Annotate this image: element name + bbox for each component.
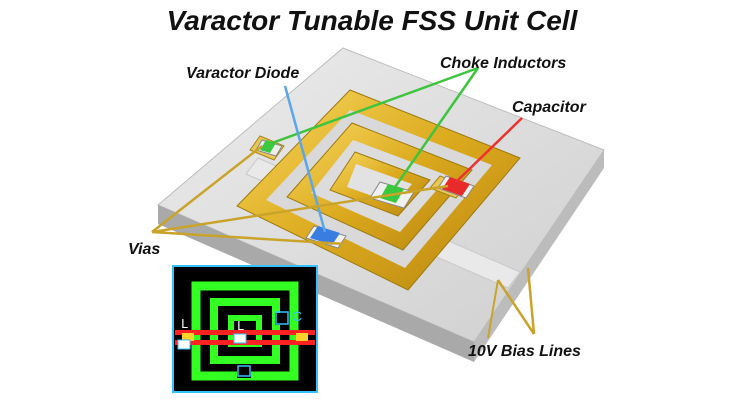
label-vias: Vias (128, 241, 160, 258)
layout-mark-left: L (181, 317, 188, 331)
varactor-callout-line (283, 85, 327, 233)
layout-mark-capacitor: C (292, 308, 302, 324)
vias-callout (151, 145, 449, 246)
choke-inductor-left (255, 139, 283, 157)
label-bias-lines: 10V Bias Lines (468, 343, 581, 360)
label-varactor-diode: Varactor Diode (186, 65, 299, 82)
label-choke-inductors: Choke Inductors (440, 55, 566, 72)
bias-lines-callout (487, 267, 536, 339)
choke-inductors-callout (271, 66, 480, 191)
label-capacitor: Capacitor (512, 99, 587, 116)
capacitor-component (437, 175, 475, 199)
capacitor-callout-line (455, 117, 523, 183)
layout-inset: L L C (172, 265, 318, 393)
diagram-title: Varactor Tunable FSS Unit Cell (167, 5, 579, 36)
layout-mark-center: L (237, 319, 244, 333)
